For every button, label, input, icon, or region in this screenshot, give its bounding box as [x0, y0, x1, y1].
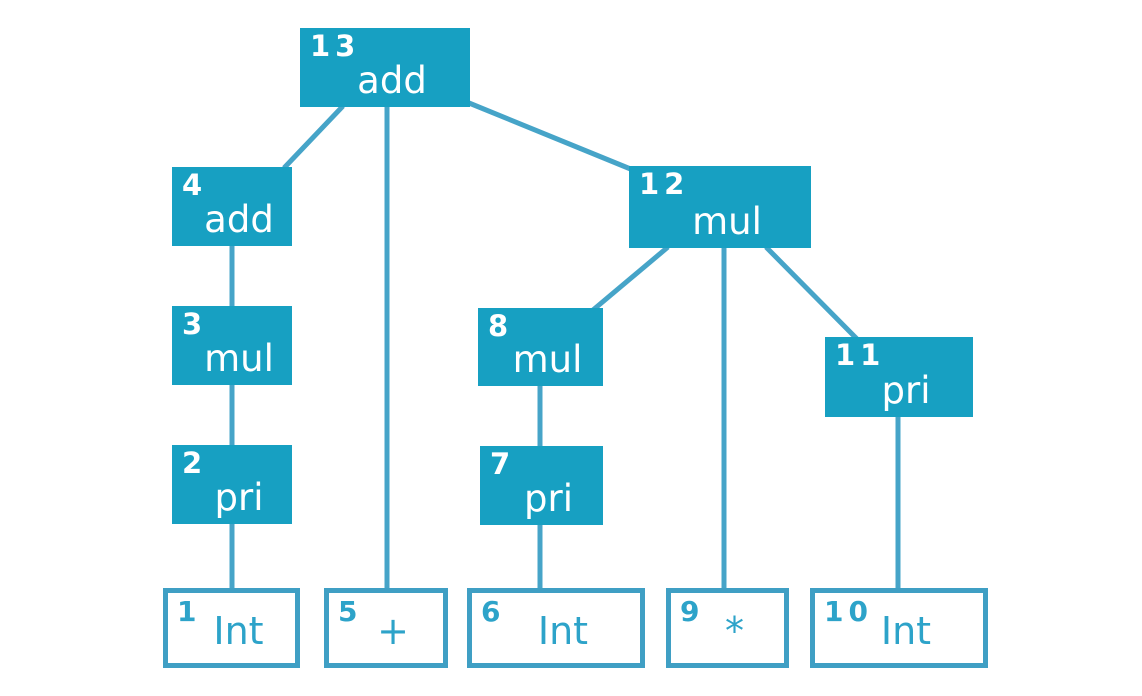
node-number: 10	[824, 595, 873, 628]
node-number: 13	[310, 29, 361, 63]
node-label: add	[357, 59, 427, 103]
node-number: 5	[338, 595, 363, 628]
node-4-add: 4 add	[172, 167, 292, 246]
node-8-mul: 8 mul	[478, 308, 603, 386]
node-12-mul: 12 mul	[629, 166, 811, 248]
node-number: 7	[490, 447, 516, 481]
edge-13-12	[468, 100, 634, 173]
node-number: 8	[488, 309, 514, 343]
node-number: 9	[680, 595, 705, 628]
leaf-5-plus: 5 +	[324, 588, 448, 668]
node-label: mul	[204, 337, 274, 381]
node-label: mul	[692, 200, 762, 244]
leaf-9-star: 9 *	[666, 588, 789, 668]
node-label: pri	[214, 476, 264, 520]
node-label: pri	[524, 477, 573, 521]
node-label: *	[725, 609, 744, 654]
edge-12-8	[591, 245, 670, 312]
node-2-pri: 2 pri	[172, 445, 292, 524]
node-label: mul	[512, 338, 583, 382]
node-label: +	[377, 609, 409, 654]
leaf-10-int: 10 Int	[810, 588, 988, 668]
node-7-pri: 7 pri	[480, 446, 603, 525]
node-13-add: 13 add	[300, 28, 470, 107]
leaf-6-int: 6 Int	[467, 588, 645, 668]
leaf-1-int: 1 Int	[163, 588, 300, 668]
node-label: Int	[213, 609, 264, 654]
node-number: 11	[835, 338, 886, 372]
node-label: pri	[881, 369, 931, 413]
node-label: Int	[880, 609, 932, 654]
node-3-mul: 3 mul	[172, 306, 292, 385]
node-label: Int	[537, 609, 589, 654]
node-number: 6	[481, 595, 506, 628]
node-number: 4	[182, 168, 208, 202]
node-number: 1	[177, 595, 202, 628]
node-number: 2	[182, 446, 208, 480]
node-number: 3	[182, 307, 208, 341]
edge-12-11	[764, 245, 860, 342]
edge-13-4	[282, 104, 345, 170]
node-label: add	[204, 198, 274, 242]
node-11-pri: 11 pri	[825, 337, 973, 417]
node-number: 12	[639, 167, 690, 201]
